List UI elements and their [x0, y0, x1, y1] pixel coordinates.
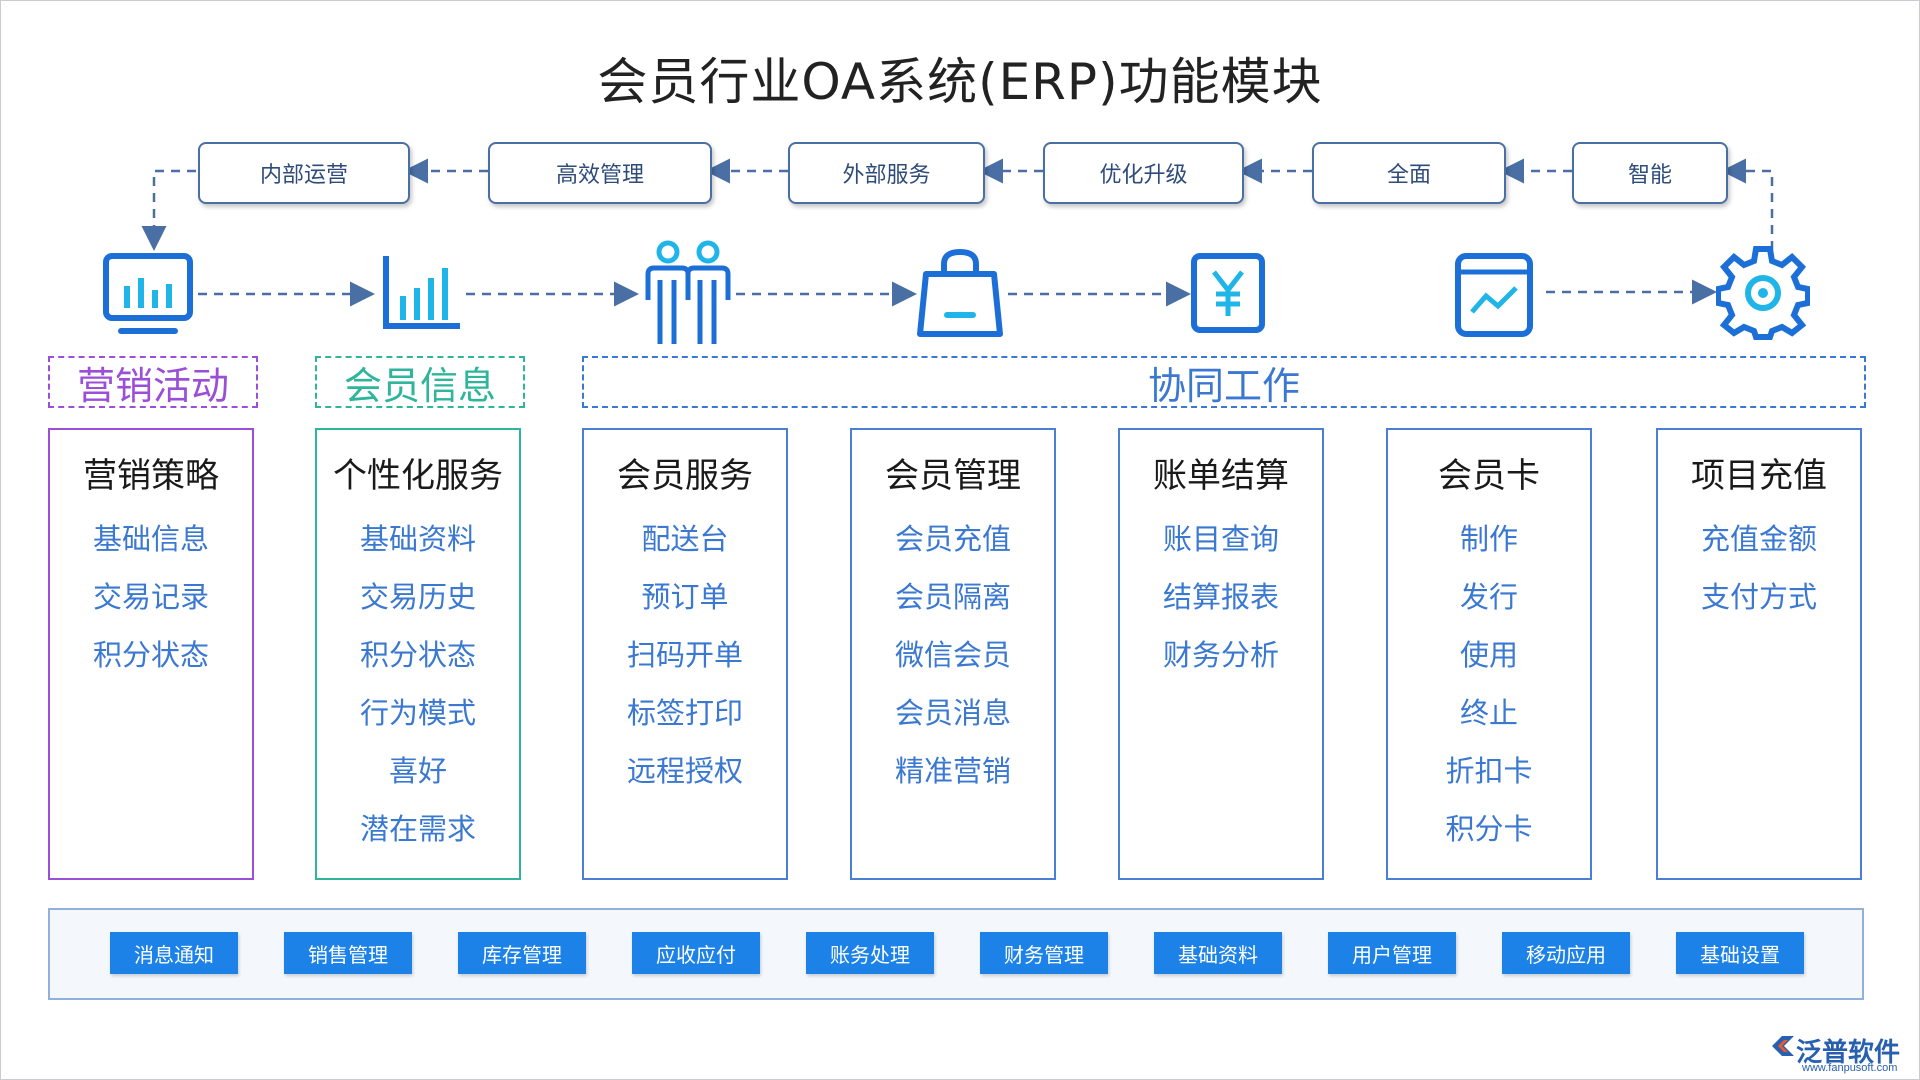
column-marketing-strategy: 营销策略 基础信息 交易记录 积分状态: [48, 428, 254, 880]
flow-pill-external-service: 外部服务: [788, 142, 985, 204]
column-header: 会员服务: [617, 456, 753, 496]
column-item: 配送台: [641, 522, 729, 556]
column-item: 财务分析: [1162, 638, 1279, 672]
column-member-card: 会员卡 制作 发行 使用 终止 折扣卡 积分卡: [1386, 428, 1592, 880]
column-item: 账目查询: [1162, 522, 1279, 556]
people-icon: [645, 240, 731, 344]
flow-pill-comprehensive: 全面: [1312, 142, 1506, 204]
column-header: 项目充值: [1691, 456, 1827, 496]
column-item: 积分状态: [359, 638, 476, 672]
bar-chart-icon: [383, 256, 460, 329]
column-item: 微信会员: [894, 638, 1011, 672]
module-button-message-notice[interactable]: 消息通知: [110, 932, 238, 974]
column-item: 标签打印: [626, 696, 743, 730]
column-item: 基础信息: [92, 522, 209, 556]
column-header: 账单结算: [1153, 456, 1289, 496]
module-button-accounting[interactable]: 账务处理: [806, 932, 934, 974]
category-member-info: 会员信息: [315, 356, 525, 408]
column-header: 会员管理: [885, 456, 1021, 496]
module-button-base-data[interactable]: 基础资料: [1154, 932, 1282, 974]
flow-pill-internal-ops: 内部运营: [198, 142, 410, 204]
module-button-finance[interactable]: 财务管理: [980, 932, 1108, 974]
module-button-sales[interactable]: 销售管理: [284, 932, 412, 974]
module-button-inventory[interactable]: 库存管理: [458, 932, 586, 974]
page-title: 会员行业OA系统(ERP)功能模块: [597, 53, 1323, 111]
column-item: 积分状态: [92, 638, 209, 672]
brand-logo-text: 泛普软件: [1796, 1037, 1901, 1067]
shopping-bag-icon: [917, 248, 1003, 337]
column-item: 使用: [1459, 638, 1518, 672]
column-item: 发行: [1459, 580, 1518, 614]
column-item: 结算报表: [1162, 580, 1279, 614]
column-item: 充值金额: [1700, 522, 1817, 556]
column-item: 制作: [1459, 522, 1518, 556]
column-item: 行为模式: [359, 696, 476, 730]
column-item: 潜在需求: [359, 812, 476, 846]
module-button-base-settings[interactable]: 基础设置: [1676, 932, 1804, 974]
column-item: 精准营销: [894, 754, 1011, 788]
column-item: 喜好: [388, 754, 447, 788]
column-item: 预订单: [641, 580, 729, 614]
flow-pill-efficient-mgmt: 高效管理: [488, 142, 712, 204]
trend-window-icon: [1455, 253, 1533, 337]
brand-logo-url: www.fanpusoft.com: [1802, 1062, 1898, 1074]
category-marketing: 营销活动: [48, 356, 258, 408]
column-item: 扫码开单: [626, 638, 743, 672]
flow-pill-intelligent: 智能: [1572, 142, 1728, 204]
column-item: 会员消息: [894, 696, 1011, 730]
column-item: 基础资料: [359, 522, 476, 556]
column-member-service: 会员服务 配送台 预订单 扫码开单 标签打印 远程授权: [582, 428, 788, 880]
module-button-mobile[interactable]: 移动应用: [1502, 932, 1630, 974]
category-collaboration: 协同工作: [582, 356, 1866, 408]
column-member-management: 会员管理 会员充值 会员隔离 微信会员 会员消息 精准营销: [850, 428, 1056, 880]
column-item: 折扣卡: [1445, 754, 1533, 788]
column-item: 交易历史: [359, 580, 476, 614]
yen-icon: [1191, 253, 1265, 333]
flow-pill-optimize-upgrade: 优化升级: [1043, 142, 1244, 204]
column-project-recharge: 项目充值 充值金额 支付方式: [1656, 428, 1862, 880]
column-item: 积分卡: [1445, 812, 1533, 846]
column-header: 个性化服务: [333, 456, 503, 496]
column-bill-settlement: 账单结算 账目查询 结算报表 财务分析: [1118, 428, 1324, 880]
column-item: 远程授权: [626, 754, 743, 788]
column-personalized-service: 个性化服务 基础资料 交易历史 积分状态 行为模式 喜好 潜在需求: [315, 428, 521, 880]
monitor-chart-icon: [103, 253, 193, 334]
module-button-user-mgmt[interactable]: 用户管理: [1328, 932, 1456, 974]
column-item: 会员充值: [894, 522, 1011, 556]
column-item: 会员隔离: [894, 580, 1011, 614]
column-header: 会员卡: [1438, 456, 1540, 496]
column-item: 终止: [1459, 696, 1518, 730]
brand-logo-icon: [1772, 1036, 1794, 1056]
column-header: 营销策略: [83, 456, 219, 496]
module-button-receivable-payable[interactable]: 应收应付: [632, 932, 760, 974]
column-item: 支付方式: [1700, 580, 1817, 614]
gear-icon: [1716, 246, 1810, 340]
column-item: 交易记录: [92, 580, 209, 614]
